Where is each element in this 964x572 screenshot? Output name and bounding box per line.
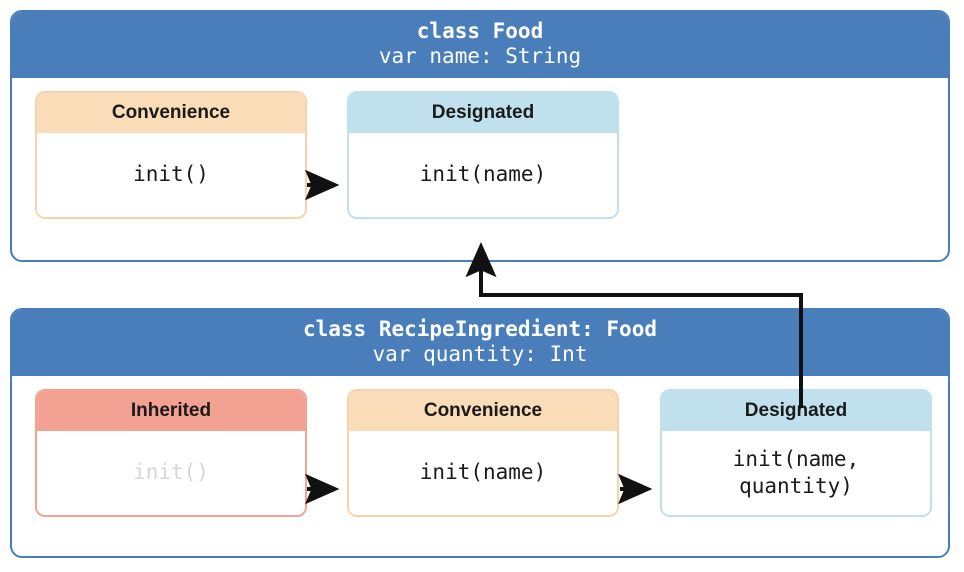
class-signature: class Food [416, 19, 544, 43]
class-body-recipeingredient: Inherited init() Convenience init(name) … [12, 376, 948, 556]
init-card-food-designated[interactable]: Designated init(name) [347, 90, 619, 219]
init-card-signature: init(name) [349, 430, 617, 515]
init-card-signature: init() [37, 132, 305, 217]
init-card-signature: init() [37, 430, 305, 515]
init-card-title: Designated [349, 92, 617, 133]
init-card-title: Designated [662, 390, 930, 431]
class-header-recipeingredient: class RecipeIngredient: Food var quantit… [12, 310, 948, 376]
init-card-title: Inherited [37, 390, 305, 431]
class-property: var quantity: Int [372, 341, 588, 366]
init-card-title: Convenience [37, 92, 305, 133]
init-card-recipeingredient-convenience[interactable]: Convenience init(name) [347, 388, 619, 517]
class-body-food: Convenience init() Designated init(name) [12, 78, 948, 260]
init-card-signature: init(name, quantity) [662, 430, 930, 515]
init-card-title: Convenience [349, 390, 617, 431]
init-card-recipeingredient-inherited[interactable]: Inherited init() [35, 388, 307, 517]
class-box-food: class Food var name: String Convenience … [10, 10, 950, 262]
class-header-food: class Food var name: String [12, 12, 948, 78]
class-property: var name: String [378, 43, 582, 68]
init-card-signature: init(name) [349, 132, 617, 217]
class-box-recipeingredient: class RecipeIngredient: Food var quantit… [10, 308, 950, 558]
class-signature: class RecipeIngredient: Food [302, 317, 657, 341]
init-card-recipeingredient-designated[interactable]: Designated init(name, quantity) [660, 388, 932, 517]
init-card-food-convenience[interactable]: Convenience init() [35, 90, 307, 219]
